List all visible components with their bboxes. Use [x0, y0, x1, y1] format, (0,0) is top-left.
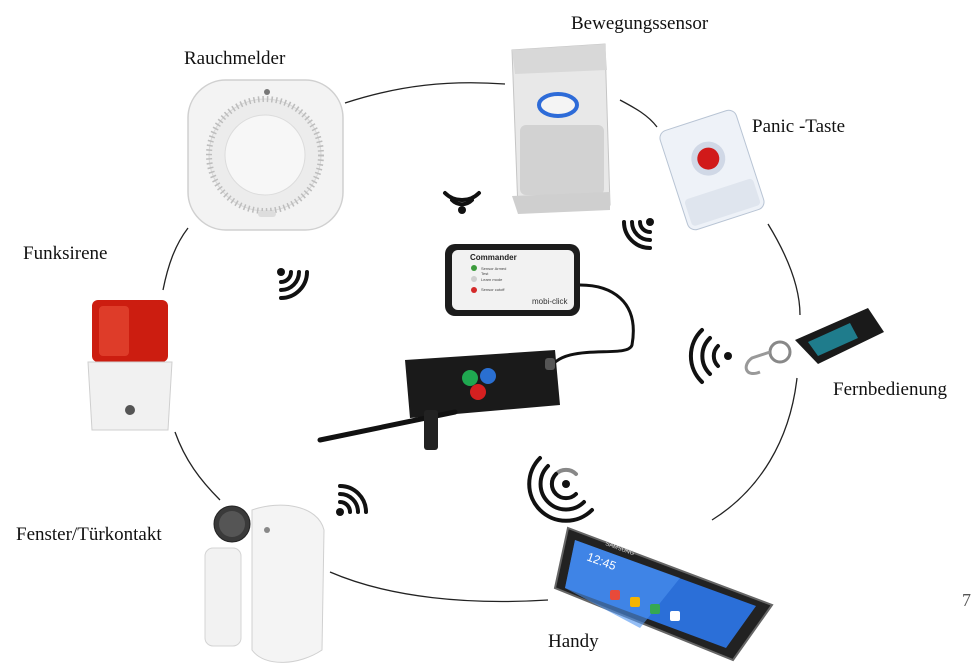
contact-sensor-icon — [205, 505, 324, 662]
motion-sensor-icon — [512, 44, 610, 214]
signal-icon-remote — [691, 330, 732, 382]
panic-button-icon — [658, 108, 766, 232]
label-panic-button: Panic -Taste — [752, 116, 845, 138]
label-contact: Fenster/Türkontakt — [16, 524, 162, 546]
label-phone: Handy — [548, 631, 599, 653]
gsm-module-icon — [320, 350, 560, 450]
arc-panic-remote — [768, 224, 800, 315]
signal-icon-panic — [624, 218, 654, 248]
label-remote: Fernbedienung — [833, 379, 947, 401]
commander-title: Commander — [470, 253, 517, 262]
label-smoke-detector: Rauchmelder — [184, 48, 285, 70]
arc-phone-contact — [330, 572, 548, 602]
commander-line-2: Test — [481, 271, 489, 276]
siren-icon — [88, 300, 172, 430]
commander-line-4: Sensor cutoff — [481, 287, 505, 292]
remote-icon — [746, 308, 884, 374]
arc-remote-phone — [712, 378, 797, 520]
commander-brand: mobi-click — [532, 297, 569, 306]
arc-contact-siren — [175, 432, 220, 500]
label-motion-sensor: Bewegungssensor — [571, 13, 708, 35]
arc-siren-smoke — [163, 228, 188, 290]
commander-line-3: Learn mode — [481, 277, 503, 282]
arc-motion-panic — [620, 100, 657, 127]
page-number: 7 — [962, 590, 971, 611]
signal-icon-smoke — [277, 268, 307, 298]
signal-icon-contact — [336, 486, 366, 516]
smoke-detector-icon — [188, 80, 343, 230]
arc-smoke-motion — [345, 83, 505, 103]
signal-icon-phone — [529, 458, 592, 521]
label-siren: Funksirene — [23, 243, 107, 265]
signal-icon-motion — [445, 193, 479, 214]
